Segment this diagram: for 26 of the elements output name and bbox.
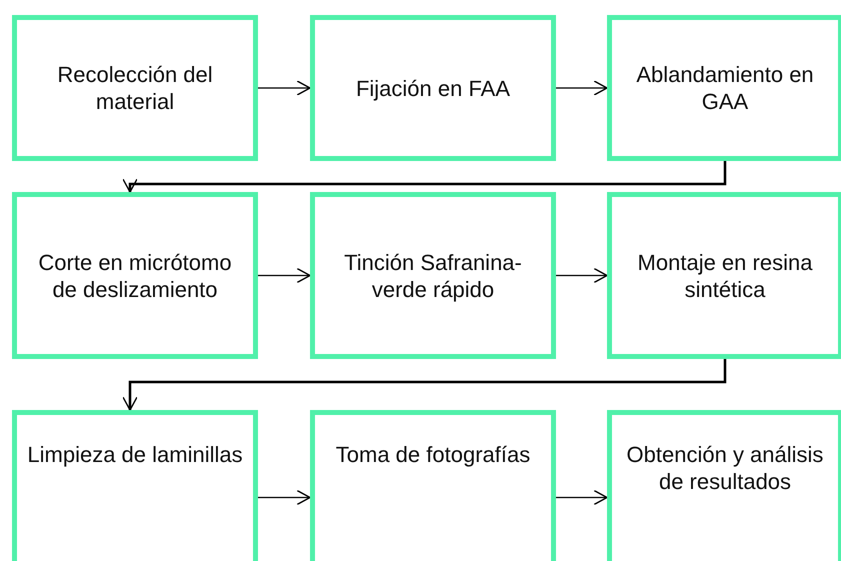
step-label: Montaje en resina sintética xyxy=(636,248,814,302)
arrow xyxy=(556,490,608,506)
process-box xyxy=(12,15,258,161)
process-box xyxy=(607,15,841,161)
arrow xyxy=(556,268,608,284)
step-label: Limpieza de laminillas xyxy=(27,441,243,468)
step-label: Obtención y análisis de resultados xyxy=(626,441,824,495)
step-label: Corte en micrótomo de deslizamiento xyxy=(37,248,233,302)
process-box xyxy=(310,192,556,359)
elbow-arrow xyxy=(122,359,726,411)
arrow xyxy=(258,268,311,284)
step-label: Ablandamiento en GAA xyxy=(635,61,815,115)
process-box xyxy=(12,410,258,561)
process-box xyxy=(12,192,258,359)
process-box xyxy=(607,410,841,561)
arrow xyxy=(556,80,608,96)
step-label: Fijación en FAA xyxy=(356,74,510,102)
elbow-arrow xyxy=(122,161,726,193)
step-label: Toma de fotografías xyxy=(336,441,530,468)
process-box xyxy=(310,410,556,561)
process-box xyxy=(607,192,841,359)
step-label: Tinción Safranina-verde rápido xyxy=(343,248,523,302)
process-box xyxy=(310,15,556,161)
arrow xyxy=(258,490,311,506)
arrow xyxy=(258,80,311,96)
step-label: Recolección del material xyxy=(56,61,214,115)
